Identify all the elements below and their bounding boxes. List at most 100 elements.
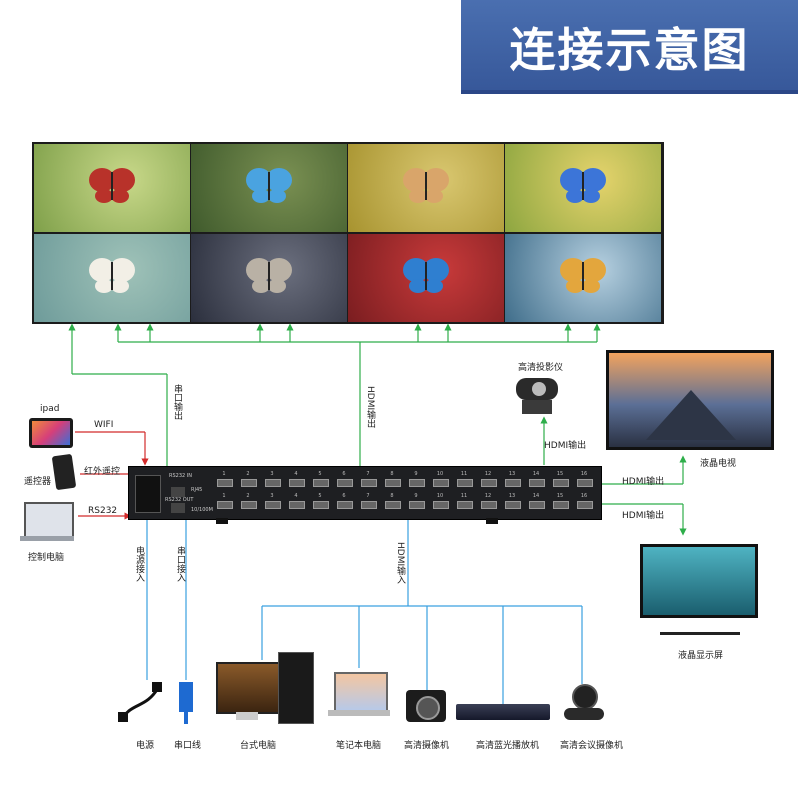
- port-number: 8: [390, 493, 394, 499]
- butterfly-icon: [402, 256, 450, 294]
- matrix-foot-left: [216, 518, 228, 524]
- laptop-icon: [20, 502, 74, 542]
- control-lines: [75, 431, 149, 520]
- ipad-label: ipad: [40, 404, 60, 414]
- wall-panel: [191, 144, 347, 232]
- rs232-label: RS232: [88, 506, 118, 516]
- monitor-stand: [660, 620, 740, 635]
- hdmi-port: 1: [213, 493, 235, 513]
- power-cable-icon: [118, 682, 164, 722]
- title-banner: 连接示意图: [461, 0, 798, 94]
- port-number: 16: [580, 493, 588, 499]
- port-number: 15: [556, 471, 564, 477]
- butterfly-icon: [402, 166, 450, 204]
- hdmi-port: 14: [525, 471, 547, 491]
- butterfly-icon: [88, 166, 136, 204]
- serial-in-label: 串口接入: [175, 546, 185, 582]
- hdmi-port: 12: [477, 493, 499, 513]
- wall-panel: [191, 234, 347, 322]
- page-title: 连接示意图: [509, 23, 750, 77]
- rs232-out-label: RS232 OUT: [165, 497, 194, 503]
- port-number: 14: [532, 493, 540, 499]
- port-number: 5: [318, 471, 322, 477]
- port-number: 9: [414, 493, 418, 499]
- wall-panel: [348, 144, 504, 232]
- port-number: 11: [460, 471, 468, 477]
- laptop-label: 笔记本电脑: [336, 741, 382, 751]
- butterfly-icon: [559, 256, 607, 294]
- conference-camera-label: 高清会议摄像机: [560, 741, 624, 751]
- hdmi-port: 10: [429, 471, 451, 491]
- port-number: 5: [318, 493, 322, 499]
- hdmi-port: 5: [309, 493, 331, 513]
- hd-camera-label: 高清摄像机: [404, 741, 450, 751]
- input-lines: [143, 506, 583, 704]
- hdmi-port: 5: [309, 471, 331, 491]
- camera-icon: [406, 690, 446, 722]
- rj45-label: RJ45: [191, 487, 203, 493]
- hdmi-port: 7: [357, 471, 379, 491]
- port-number: 2: [246, 493, 250, 499]
- hdmi-port: 11: [453, 471, 475, 491]
- port-number: 15: [556, 493, 564, 499]
- port-number: 4: [294, 493, 298, 499]
- hdmi-port: 1: [213, 471, 235, 491]
- port-number: 3: [270, 493, 274, 499]
- hdmi-port: 8: [381, 471, 403, 491]
- hdmi-output-lines: [68, 323, 687, 536]
- conference-camera-icon: [564, 684, 604, 722]
- port-number: 11: [460, 493, 468, 499]
- hdmi-port: 11: [453, 493, 475, 513]
- port-number: 10: [436, 493, 444, 499]
- wall-panel: [34, 144, 190, 232]
- wall-panel: [505, 234, 661, 322]
- rs232-in-label: RS232 IN: [169, 473, 192, 479]
- port-number: 10: [436, 471, 444, 477]
- hdmi-port: 3: [261, 493, 283, 513]
- bluray-icon: [456, 704, 550, 720]
- butterfly-icon: [559, 166, 607, 204]
- hdmi-port: 4: [285, 493, 307, 513]
- bluray-label: 高清蓝光播放机: [476, 741, 540, 751]
- butterfly-icon: [245, 166, 293, 204]
- hdmi-port: 2: [237, 471, 259, 491]
- wall-panel: [348, 234, 504, 322]
- port-number: 13: [508, 471, 516, 477]
- wifi-label: WIFI: [94, 420, 114, 430]
- hdmi-port: 9: [405, 471, 427, 491]
- port-number: 6: [342, 493, 346, 499]
- hdmi-port: 9: [405, 493, 427, 513]
- ir-remote-label: 红外遥控: [84, 467, 121, 477]
- hdmi-out-top-label: HDMI输出: [365, 386, 375, 429]
- serial-cable-icon: [176, 682, 196, 724]
- hdmi-port: 15: [549, 493, 571, 513]
- hdmi-in-label: HDMI输入: [395, 542, 405, 585]
- rj45-port: [171, 487, 185, 497]
- desktop-pc-icon: [216, 652, 314, 726]
- port-number: 12: [484, 471, 492, 477]
- lcd-tv-label: 液晶电视: [700, 459, 737, 469]
- lan-label: 10/100M: [191, 507, 213, 513]
- hdmi-out-monitor-label: HDMI输出: [622, 511, 665, 521]
- control-pc-label: 控制电脑: [28, 553, 65, 563]
- monitor-icon: [640, 544, 758, 618]
- laptop-input-icon: [328, 672, 390, 720]
- port-number: 2: [246, 471, 250, 477]
- hdmi-port: 14: [525, 493, 547, 513]
- port-number: 1: [222, 493, 226, 499]
- hdmi-port: 6: [333, 471, 355, 491]
- desktop-pc-label: 台式电脑: [240, 741, 277, 751]
- video-wall: [32, 142, 664, 324]
- port-number: 12: [484, 493, 492, 499]
- hdmi-port: 16: [573, 493, 595, 513]
- port-number: 7: [366, 471, 370, 477]
- port-number: 9: [414, 471, 418, 477]
- port-number: 16: [580, 471, 588, 477]
- butterfly-icon: [245, 256, 293, 294]
- hdmi-port: 7: [357, 493, 379, 513]
- remote-label: 遥控器: [24, 477, 52, 487]
- hdmi-out-tv-label: HDMI输出: [622, 477, 665, 487]
- butterfly-icon: [88, 256, 136, 294]
